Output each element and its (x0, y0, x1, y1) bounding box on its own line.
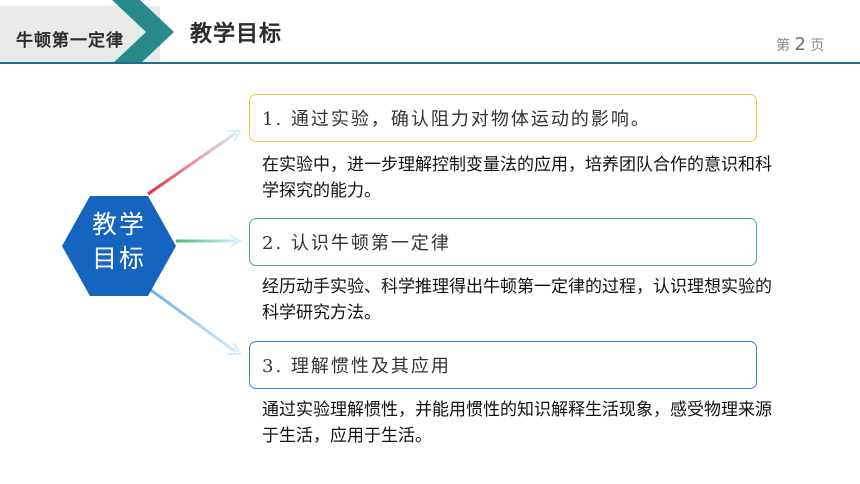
connector-arrow-3-icon (228, 342, 242, 355)
hexagon-label: 教学 目标 (91, 210, 146, 273)
objective-3-description: 通过实验理解惯性，并能用惯性的知识解释生活现象，感受物理来源于生活，应用于生活。 (262, 400, 772, 446)
connector-1 (147, 131, 237, 196)
objective-2-description: 经历动手实验、科学推理得出牛顿第一定律的过程，认识理想实验的科学研究方法。 (262, 277, 772, 323)
connector-arrow-2-icon (229, 234, 242, 248)
page-title: 教学目标 (190, 22, 283, 47)
objective-2-box: 2. 认识牛顿第一定律 (249, 218, 757, 266)
connector-arrow-1-icon (228, 130, 242, 142)
header: 牛顿第一定律 教学目标 第 2 页 (0, 0, 860, 64)
objective-2-title: 2. 认识牛顿第一定律 (262, 233, 451, 254)
chevron-arrow-icon (112, 0, 174, 64)
objective-3-box: 3. 理解惯性及其应用 (249, 341, 757, 389)
section-tag-label: 牛顿第一定律 (16, 31, 124, 51)
header-divider (0, 62, 860, 64)
objective-1-box: 1. 通过实验，确认阻力对物体运动的影响。 (249, 94, 757, 142)
connector-3 (147, 286, 237, 354)
objective-1-title: 1. 通过实验，确认阻力对物体运动的影响。 (262, 109, 651, 130)
objective-1-description: 在实验中，进一步理解控制变量法的应用，培养团队合作的意识和科学探究的能力。 (262, 155, 772, 201)
objective-3-title: 3. 理解惯性及其应用 (262, 356, 451, 377)
page-number: 第 2 页 (776, 34, 825, 55)
hexagon-badge (62, 196, 176, 296)
